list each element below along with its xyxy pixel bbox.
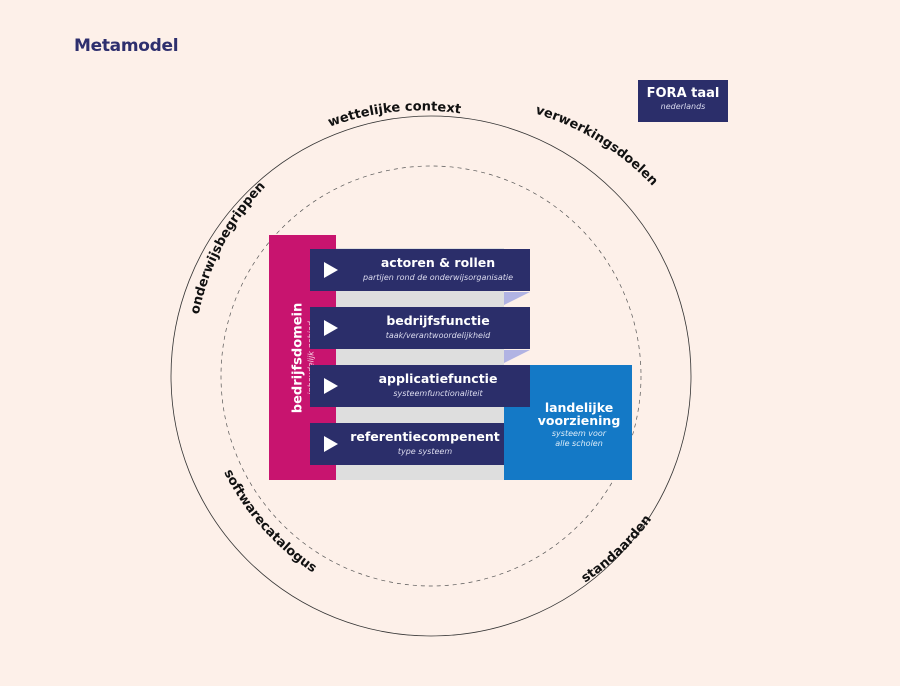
ring-label-wettelijke-context: wettelijke context: [326, 99, 462, 130]
fora-taal-badge[interactable]: FORA taal nederlands: [638, 80, 728, 122]
layer-applicatiefunctie[interactable]: applicatiefunctie systeemfunctionaliteit: [310, 365, 530, 407]
depth-shape-2: [504, 292, 530, 305]
layer-referentiecompenent[interactable]: referentiecompenent type systeem: [310, 423, 504, 465]
fora-subtitle: nederlands: [660, 102, 706, 111]
ring-label-standaarden: standaarden: [579, 512, 655, 586]
layer-title: applicatiefunctie: [378, 371, 498, 386]
layer-actoren-rollen[interactable]: actoren & rollen partijen rond de onderw…: [310, 249, 530, 291]
ring-label-softwarecatalogus: softwarecatalogus: [220, 467, 319, 576]
page-title: Metamodel: [74, 36, 179, 56]
play-icon: [324, 378, 338, 394]
layer-subtitle: type systeem: [397, 447, 453, 456]
play-icon: [324, 262, 338, 278]
inner-ring: [220, 165, 642, 587]
outer-ring: [170, 115, 692, 637]
fora-title: FORA taal: [646, 86, 720, 101]
layer-subtitle: taak/verantwoordelijkheid: [385, 331, 491, 340]
layer-title: bedrijfsfunctie: [386, 313, 490, 328]
play-icon: [324, 436, 338, 452]
layer-title: actoren & rollen: [380, 255, 496, 270]
ring-label-onderwijsbegrippen: onderwijsbegrippen: [188, 179, 269, 316]
depth-shape-3: [504, 350, 530, 363]
layer-subtitle: partijen rond de onderwijsorganisatie: [362, 273, 514, 282]
layer-bedrijfsfunctie[interactable]: bedrijfsfunctie taak/verantwoordelijkhei…: [310, 307, 530, 349]
play-icon: [324, 320, 338, 336]
layer-title: referentiecompenent: [350, 429, 500, 444]
bedrijfsdomein-title: bedrijfsdomein: [290, 302, 305, 413]
layer-subtitle: systeemfunctionaliteit: [393, 389, 483, 398]
